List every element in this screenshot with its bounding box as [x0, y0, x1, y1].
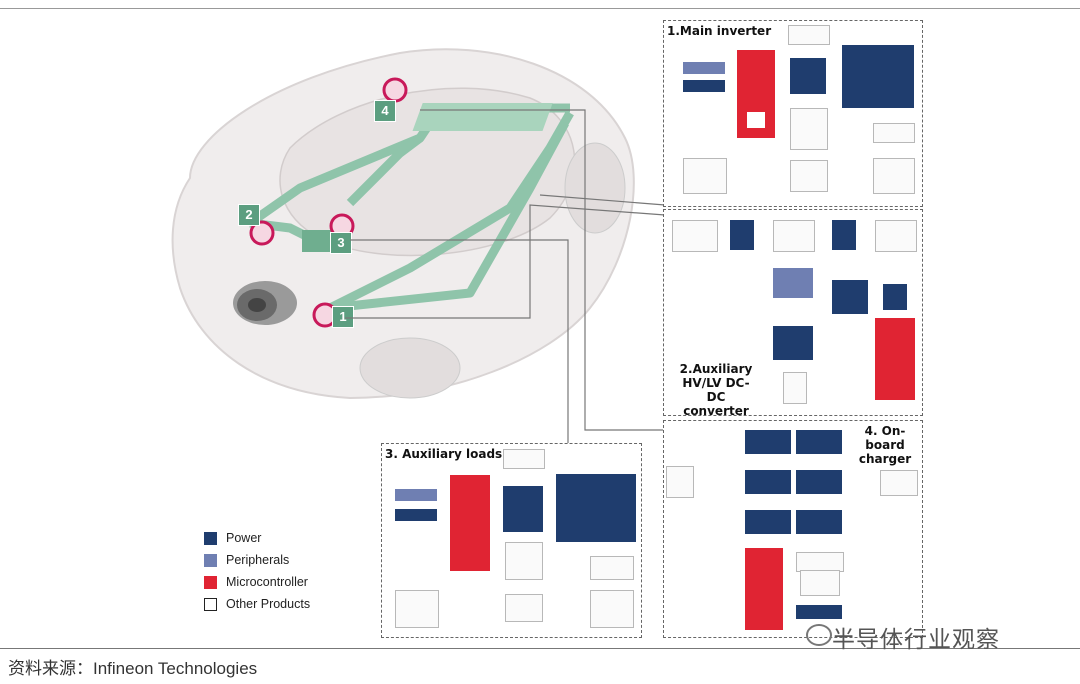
mi-top-box [788, 25, 830, 45]
obc-power-3a [745, 510, 791, 534]
obc-input-box [666, 466, 694, 498]
dc-transformer [773, 220, 815, 252]
al-microcontroller [450, 475, 490, 571]
legend-power: Power [204, 530, 261, 546]
obc-title: 4. On-board charger [858, 424, 912, 466]
footer-rule [0, 648, 1080, 649]
main-inverter-title: 1.Main inverter [667, 24, 772, 38]
header-rule [0, 8, 1080, 9]
obc-output-box [880, 470, 918, 496]
dc-peripheral [773, 268, 813, 298]
dc-output-box [875, 220, 917, 252]
al-right-box [590, 556, 634, 580]
aux-loads-title: 3. Auxiliary loads [385, 447, 503, 461]
al-power-1 [395, 509, 437, 521]
motor [233, 281, 297, 325]
marker-4: 4 [374, 100, 396, 122]
legend-peripherals-label: Peripherals [226, 553, 290, 567]
obc-driver-box [800, 570, 840, 596]
mi-sensor-box [790, 108, 828, 150]
dc-power-3 [883, 284, 907, 310]
dc-driver-2 [773, 326, 813, 360]
inverter-block [302, 230, 332, 252]
obc-power-2b [796, 470, 842, 494]
al-sensor-box [505, 542, 543, 580]
dc-power-1 [730, 220, 754, 250]
al-top-box [503, 449, 545, 469]
al-power-bridge [556, 474, 636, 542]
car-illustration [171, 48, 635, 400]
legend-other-products-label: Other Products [226, 597, 311, 611]
mi-right-box [873, 123, 915, 143]
mi-peripheral-1 [683, 62, 725, 74]
marker-2: 2 [238, 204, 260, 226]
dc-sensor-box [783, 372, 807, 404]
obc-power-3b [796, 510, 842, 534]
dc-power-2 [832, 220, 856, 250]
marker-rings [249, 77, 408, 328]
mi-supply-box [790, 160, 828, 192]
dc-driver-1 [832, 280, 868, 314]
obc-power-1a [745, 430, 791, 454]
obc-microcontroller [745, 548, 783, 630]
al-left-sensor [395, 590, 439, 628]
al-peripheral-1 [395, 489, 437, 501]
wechat-icon [806, 624, 832, 646]
watermark: 半导体行业观察 [832, 627, 1000, 653]
legend-peripherals-swatch [204, 553, 217, 567]
obc-power-1b [796, 430, 842, 454]
mi-gate-driver [790, 58, 826, 94]
legend-microcontroller: Microcontroller [204, 574, 308, 590]
aux-dcdc-title: 2.Auxiliary HV/LV DC-DC converter [679, 362, 753, 418]
mi-mcu-icon [747, 112, 765, 128]
legend-microcontroller-swatch [204, 575, 217, 589]
mi-left-sensor [683, 158, 727, 194]
al-supply-box [505, 594, 543, 622]
mi-right-sensor [873, 158, 915, 194]
mi-power-bridge [842, 45, 914, 108]
obc-power-2a [745, 470, 791, 494]
al-right-sensor [590, 590, 634, 628]
obc-power-4 [796, 605, 842, 619]
obc-panel [663, 420, 923, 638]
dc-input-box [672, 220, 718, 252]
obc-mid-box [796, 552, 844, 572]
source-note: 资料来源：Infineon Technologies [8, 659, 258, 678]
legend-power-swatch [204, 531, 217, 545]
front-wheel [359, 337, 461, 399]
dc-microcontroller [875, 318, 915, 400]
mi-power-1 [683, 80, 725, 92]
al-gate-driver [503, 486, 543, 532]
marker-1: 1 [332, 306, 354, 328]
legend-power-label: Power [226, 531, 262, 545]
legend-other-products: Other Products [204, 596, 310, 612]
marker-3: 3 [330, 232, 352, 254]
legend-other-products-swatch [204, 597, 217, 611]
legend-peripherals: Peripherals [204, 552, 289, 568]
legend-microcontroller-label: Microcontroller [226, 575, 308, 589]
